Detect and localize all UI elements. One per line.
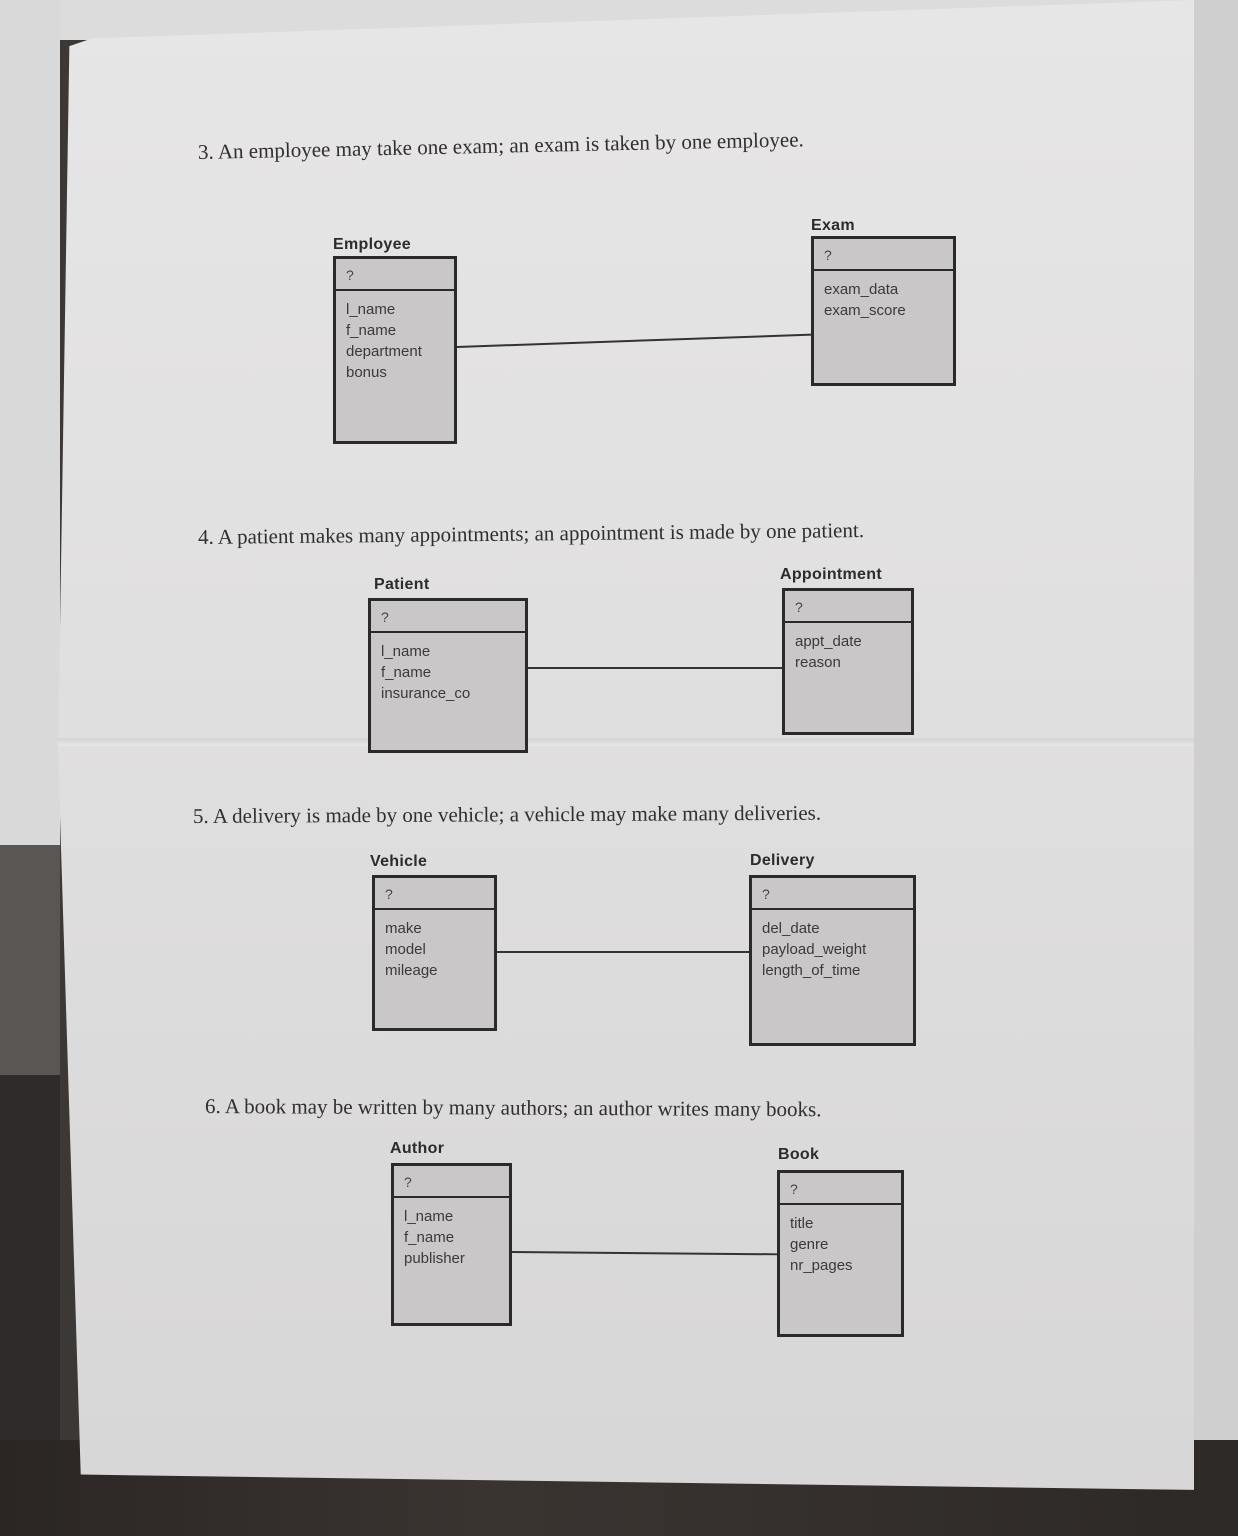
entity-title-delivery: Delivery xyxy=(750,852,815,869)
attribute: f_name xyxy=(346,322,397,339)
entity-attributes: del_date payload_weight length_of_time xyxy=(752,910,913,989)
entity-title-vehicle: Vehicle xyxy=(370,853,428,870)
entity-key: ? xyxy=(336,259,454,291)
entity-attributes: l_name f_name department bonus xyxy=(336,291,454,391)
background-right xyxy=(1194,0,1238,1536)
attribute: appt_date xyxy=(795,633,862,650)
attribute: f_name xyxy=(404,1229,455,1246)
entity-key: ? xyxy=(752,878,913,910)
attribute: publisher xyxy=(404,1250,465,1267)
relationship-line-patient-appointment xyxy=(528,667,782,669)
entity-key: ? xyxy=(785,591,911,623)
attribute: nr_pages xyxy=(790,1257,853,1274)
attribute: make xyxy=(385,920,422,937)
paper-fold xyxy=(58,738,1194,746)
entity-employee: ? l_name f_name department bonus xyxy=(333,256,457,444)
attribute: department xyxy=(346,343,422,360)
entity-appointment: ? appt_date reason xyxy=(782,588,914,735)
entity-attributes: l_name f_name insurance_co xyxy=(371,633,525,712)
attribute: del_date xyxy=(762,920,820,937)
attribute: length_of_time xyxy=(762,962,861,979)
attribute: bonus xyxy=(346,364,387,381)
attribute: payload_weight xyxy=(762,941,867,958)
relationship-line-vehicle-delivery xyxy=(497,951,749,953)
entity-key: ? xyxy=(814,239,953,271)
entity-exam: ? exam_data exam_score xyxy=(811,236,956,386)
entity-key: ? xyxy=(780,1173,901,1205)
attribute: mileage xyxy=(385,962,438,979)
entity-key: ? xyxy=(394,1166,509,1198)
entity-title-author: Author xyxy=(390,1140,445,1157)
entity-author: ? l_name f_name publisher xyxy=(391,1163,512,1326)
entity-attributes: make model mileage xyxy=(375,910,494,989)
paper-sheet xyxy=(58,0,1194,1490)
entity-title-appointment: Appointment xyxy=(780,566,882,583)
attribute: exam_score xyxy=(824,302,906,319)
entity-attributes: l_name f_name publisher xyxy=(394,1198,509,1277)
attribute: l_name xyxy=(381,643,431,660)
attribute: genre xyxy=(790,1236,829,1253)
entity-attributes: title genre nr_pages xyxy=(780,1205,901,1284)
entity-vehicle: ? make model mileage xyxy=(372,875,497,1031)
background-left xyxy=(0,0,60,1536)
entity-attributes: appt_date reason xyxy=(785,623,911,681)
attribute: l_name xyxy=(404,1208,454,1225)
entity-title-employee: Employee xyxy=(333,236,411,253)
entity-patient: ? l_name f_name insurance_co xyxy=(368,598,528,753)
attribute: exam_data xyxy=(824,281,899,298)
entity-title-book: Book xyxy=(778,1146,820,1163)
attribute: insurance_co xyxy=(381,685,471,702)
entity-key: ? xyxy=(375,878,494,910)
entity-book: ? title genre nr_pages xyxy=(777,1170,904,1337)
entity-delivery: ? del_date payload_weight length_of_time xyxy=(749,875,916,1046)
question-6: 6. A book may be written by many authors… xyxy=(204,1094,822,1122)
attribute: f_name xyxy=(381,664,432,681)
entity-attributes: exam_data exam_score xyxy=(814,271,953,329)
question-5: 5. A delivery is made by one vehicle; a … xyxy=(192,800,822,828)
entity-title-patient: Patient xyxy=(374,576,430,593)
attribute: model xyxy=(385,941,426,958)
entity-key: ? xyxy=(371,601,525,633)
attribute: l_name xyxy=(346,301,396,318)
attribute: title xyxy=(790,1215,814,1232)
attribute: reason xyxy=(795,654,841,671)
entity-title-exam: Exam xyxy=(811,217,855,234)
